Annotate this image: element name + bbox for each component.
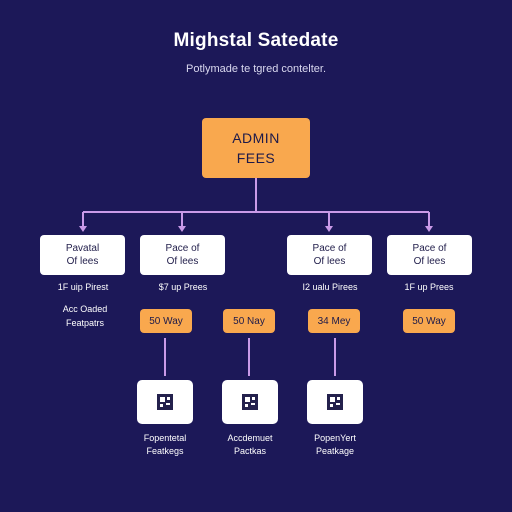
root-node-line1: ADMIN	[232, 130, 280, 146]
package-label-1: Fopentetal Featkegs	[125, 432, 205, 458]
diagram-title: Mighstal Satedate	[173, 30, 339, 51]
side-feature-label: Acc Oaded Featpatrs	[50, 302, 120, 330]
package-label-2: Accdemuet Pactkas	[210, 432, 290, 458]
package-icon	[157, 394, 173, 410]
fee-card-line2: Of lees	[313, 256, 346, 267]
price-label-1: 1F uip Pirest	[57, 282, 109, 292]
price-label-4: 1F up Prees	[404, 282, 454, 292]
package-label-line2: Pactkas	[233, 446, 266, 456]
package-card-3[interactable]	[307, 380, 363, 424]
package-label-line1: Fopentetal	[143, 433, 187, 443]
side-label-line2: Featpatrs	[65, 318, 105, 328]
arrow-head-2	[178, 226, 186, 232]
package-label-line2: Peatkage	[315, 446, 355, 456]
fee-card-line2: Of lees	[413, 256, 446, 267]
fee-card-2[interactable]: Pace of Of lees	[140, 235, 225, 275]
package-icon	[327, 394, 343, 410]
root-node-admin-fees[interactable]: ADMIN FEES	[202, 118, 310, 178]
side-label-line1: Acc Oaded	[62, 304, 108, 314]
fee-card-4[interactable]: Pace of Of lees	[387, 235, 472, 275]
price-label-3: I2 ualu Pirees	[302, 282, 358, 292]
package-label-line2: Featkegs	[146, 446, 184, 456]
fee-card-line2: Of lees	[66, 256, 99, 267]
package-icon	[242, 394, 258, 410]
arrow-head-3	[325, 226, 333, 232]
fee-card-line1: Pace of	[412, 243, 447, 254]
duration-badge-2[interactable]: 50 Nay	[223, 309, 275, 333]
duration-badge-1[interactable]: 50 Way	[140, 309, 192, 333]
duration-badge-3[interactable]: 34 Mey	[308, 309, 360, 333]
package-label-3: PopenYert Peatkage	[295, 432, 375, 458]
duration-badge-4[interactable]: 50 Way	[403, 309, 455, 333]
fee-card-line2: Of lees	[166, 256, 199, 267]
diagram-subtitle: Potlymade te tgred contelter.	[185, 63, 327, 75]
fee-card-line1: Pavatal	[65, 243, 100, 254]
arrow-head-1	[79, 226, 87, 232]
package-card-1[interactable]	[137, 380, 193, 424]
package-label-line1: Accdemuet	[227, 433, 273, 443]
arrow-head-4	[425, 226, 433, 232]
package-label-line1: PopenYert	[314, 433, 356, 443]
fee-card-line1: Pace of	[165, 243, 200, 254]
price-label-2: $7 up Prees	[158, 282, 208, 292]
fee-card-3[interactable]: Pace of Of lees	[287, 235, 372, 275]
root-node-line2: FEES	[236, 150, 276, 166]
package-card-2[interactable]	[222, 380, 278, 424]
fee-card-1[interactable]: Pavatal Of lees	[40, 235, 125, 275]
fee-card-line1: Pace of	[312, 243, 347, 254]
